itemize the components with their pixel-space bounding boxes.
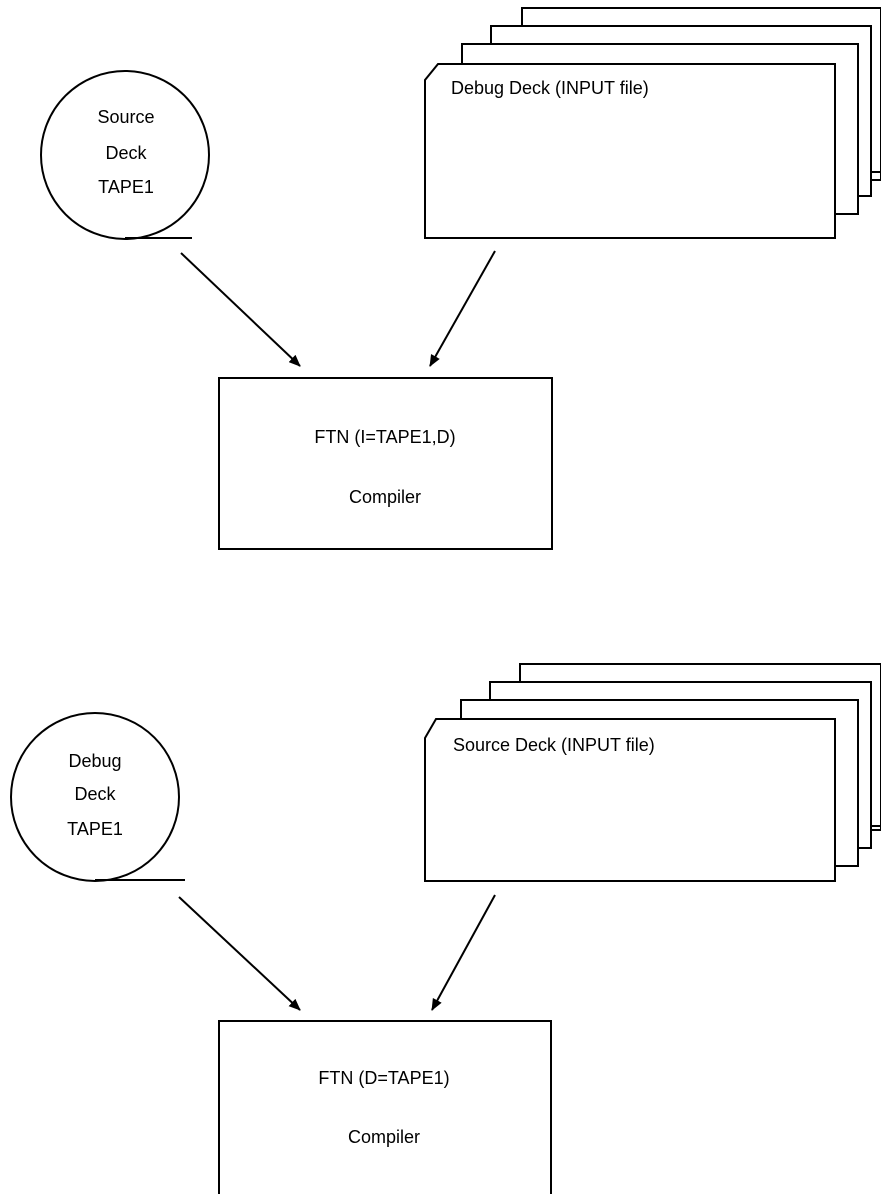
tape-label-line2: Deck (74, 784, 116, 804)
tape-label-line3: TAPE1 (67, 819, 123, 839)
compiler-box-2: FTN (D=TAPE1) Compiler (218, 1020, 552, 1194)
compiler-name: Compiler (348, 1127, 420, 1147)
deck-label: Source Deck (INPUT file) (453, 735, 655, 755)
compiler-box (218, 1020, 552, 1194)
card-deck-2: Source Deck (INPUT file) (424, 663, 881, 882)
tape-label-line2: Deck (105, 143, 147, 163)
compiler-box (218, 377, 553, 550)
tape-reel-1: Source Deck TAPE1 (40, 70, 210, 240)
deck-label: Debug Deck (INPUT file) (451, 78, 649, 98)
deck-card-front (424, 63, 836, 239)
deck-card-front (424, 718, 836, 882)
compiler-command: FTN (D=TAPE1) (318, 1068, 449, 1088)
diagram-2: Debug Deck TAPE1 Source Deck (INPUT file… (10, 663, 881, 1194)
tape-label-line1: Source (97, 107, 154, 127)
arrow-tape-to-compiler (180, 252, 301, 367)
compiler-box-1: FTN (I=TAPE1,D) Compiler (218, 377, 553, 550)
tape-label-line1: Debug (68, 751, 121, 771)
arrow-deck-to-compiler (431, 894, 496, 1011)
arrow-tape-to-compiler (178, 896, 301, 1011)
diagram-1: Source Deck TAPE1 Debug Deck (INPUT file… (40, 7, 881, 550)
tape-reel-2: Debug Deck TAPE1 (10, 712, 185, 882)
arrow-deck-to-compiler (429, 250, 496, 367)
card-deck-1: Debug Deck (INPUT file) (424, 7, 881, 239)
compiler-name: Compiler (349, 487, 421, 507)
tape-label-line3: TAPE1 (98, 177, 154, 197)
compiler-command: FTN (I=TAPE1,D) (314, 427, 455, 447)
